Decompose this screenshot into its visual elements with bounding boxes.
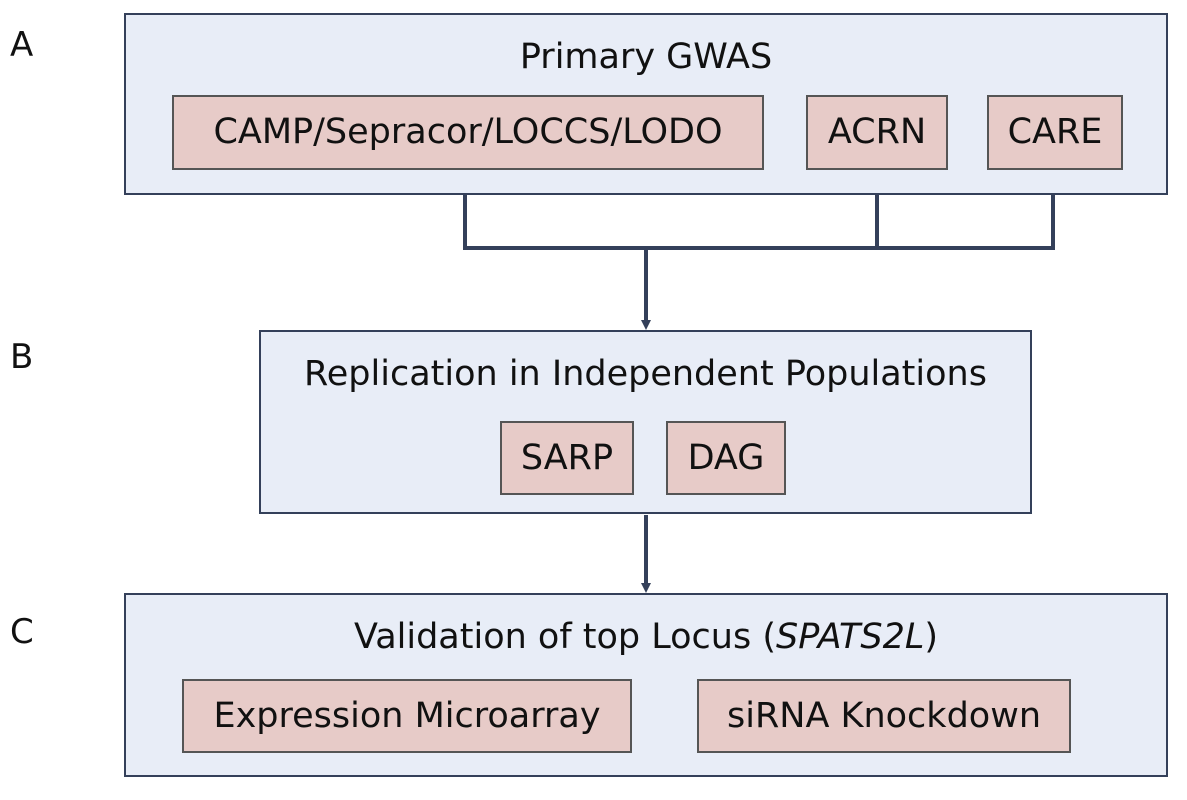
study-dag: DAG (666, 421, 786, 495)
study-camp-sepracor-loccs-lodo: CAMP/Sepracor/LOCCS/LODO (172, 95, 764, 170)
study-sirna-knockdown: siRNA Knockdown (697, 679, 1071, 753)
title-suffix: ) (924, 617, 939, 657)
study-acrn: ACRN (806, 95, 948, 170)
study-expression-microarray: Expression Microarray (182, 679, 632, 753)
gene-name: SPATS2L (776, 617, 925, 657)
panel-title-validation: Validation of top Locus (SPATS2L) (126, 620, 1166, 655)
panel-primary-gwas: Primary GWAS CAMP/Sepracor/LOCCS/LODO AC… (124, 13, 1168, 195)
section-label-a: A (10, 25, 34, 65)
panel-validation: Validation of top Locus (SPATS2L) Expres… (124, 593, 1168, 777)
title-prefix: Validation of top Locus ( (353, 617, 777, 657)
panel-replication: Replication in Independent Populations S… (259, 330, 1032, 514)
study-care: CARE (987, 95, 1123, 170)
panel-title-primary-gwas: Primary GWAS (519, 37, 773, 77)
panel-title-replication: Replication in Independent Populations (304, 354, 987, 394)
section-label-b: B (10, 337, 34, 377)
section-label-c: C (10, 612, 34, 652)
study-sarp: SARP (500, 421, 634, 495)
